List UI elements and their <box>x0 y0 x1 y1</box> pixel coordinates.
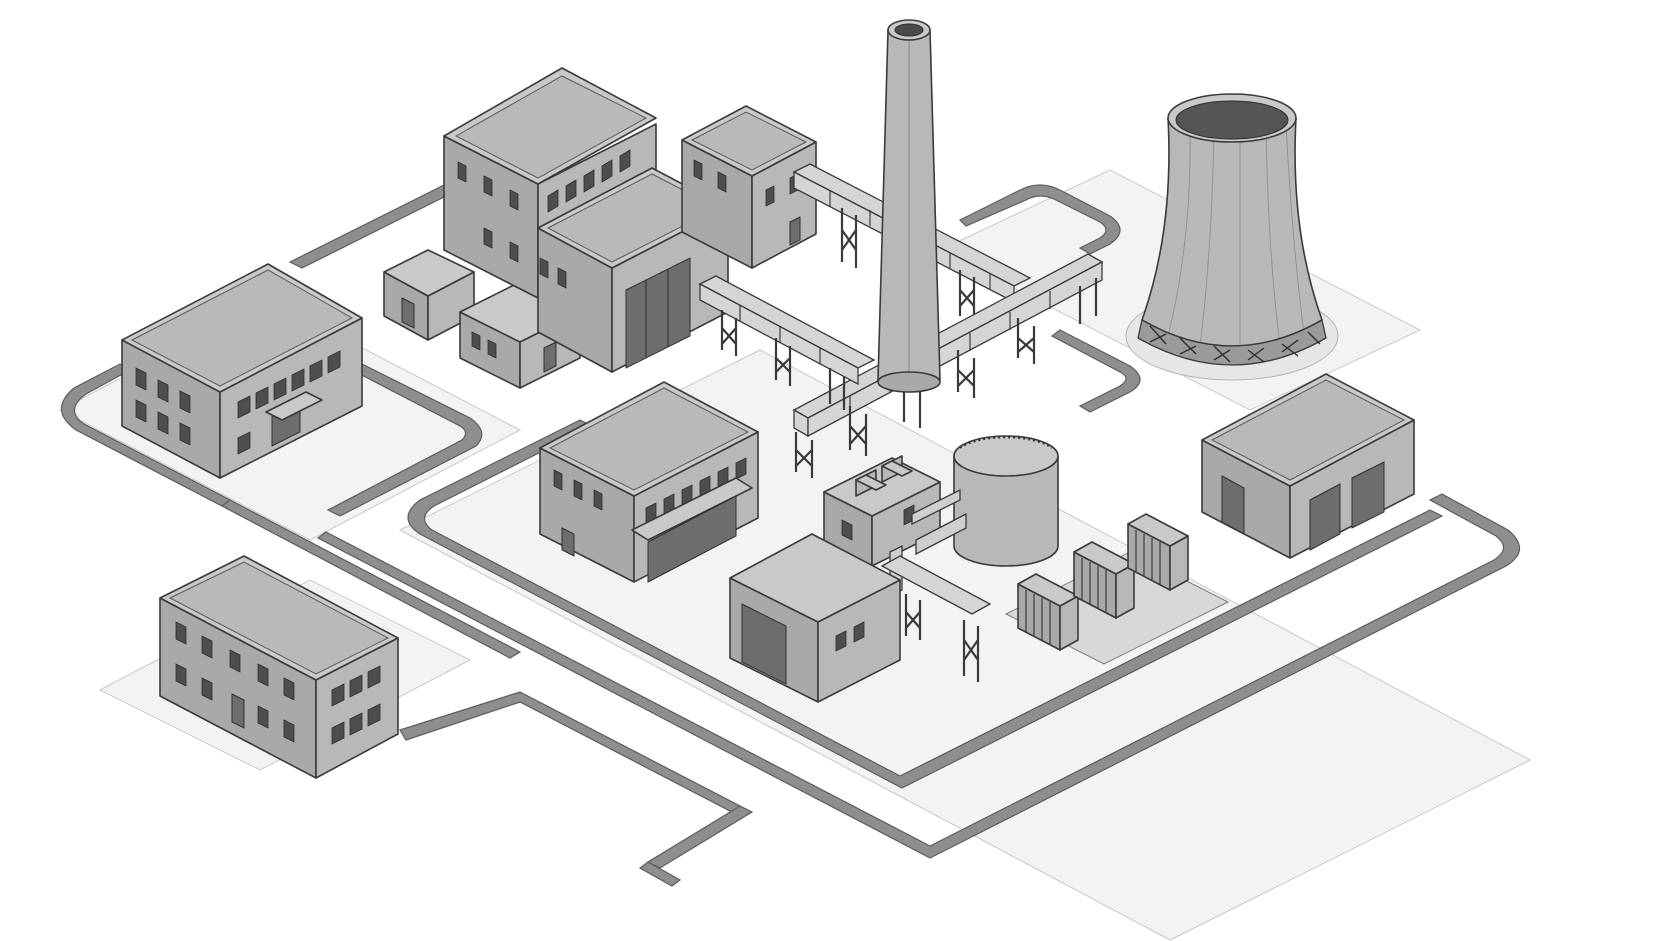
road-network <box>60 181 1521 887</box>
office-sw-door <box>231 693 245 729</box>
transformer-units <box>1004 513 1230 665</box>
office-sw-windows <box>175 621 381 745</box>
pipe-assembly <box>880 488 992 682</box>
garage-building <box>729 533 901 703</box>
office-building-southwest <box>159 555 399 779</box>
warehouse-door-3 <box>1351 461 1385 529</box>
roof-fan-units <box>855 455 913 497</box>
office-west-windows <box>135 350 341 455</box>
cooling-tower <box>1125 93 1339 381</box>
garage-door <box>741 603 787 685</box>
workshop-building <box>539 381 759 583</box>
main-plant-windows <box>457 149 631 263</box>
warehouse-east <box>1201 373 1415 559</box>
office-building-west <box>121 263 363 479</box>
workshop-loading-bay <box>647 495 737 583</box>
main-plant-bay-door <box>625 257 691 369</box>
warehouse-door-2 <box>1309 483 1341 551</box>
main-plant-building <box>443 67 729 373</box>
smokestack <box>877 19 941 393</box>
storage-tank <box>953 435 1059 567</box>
warehouse-door-1 <box>1221 475 1245 535</box>
